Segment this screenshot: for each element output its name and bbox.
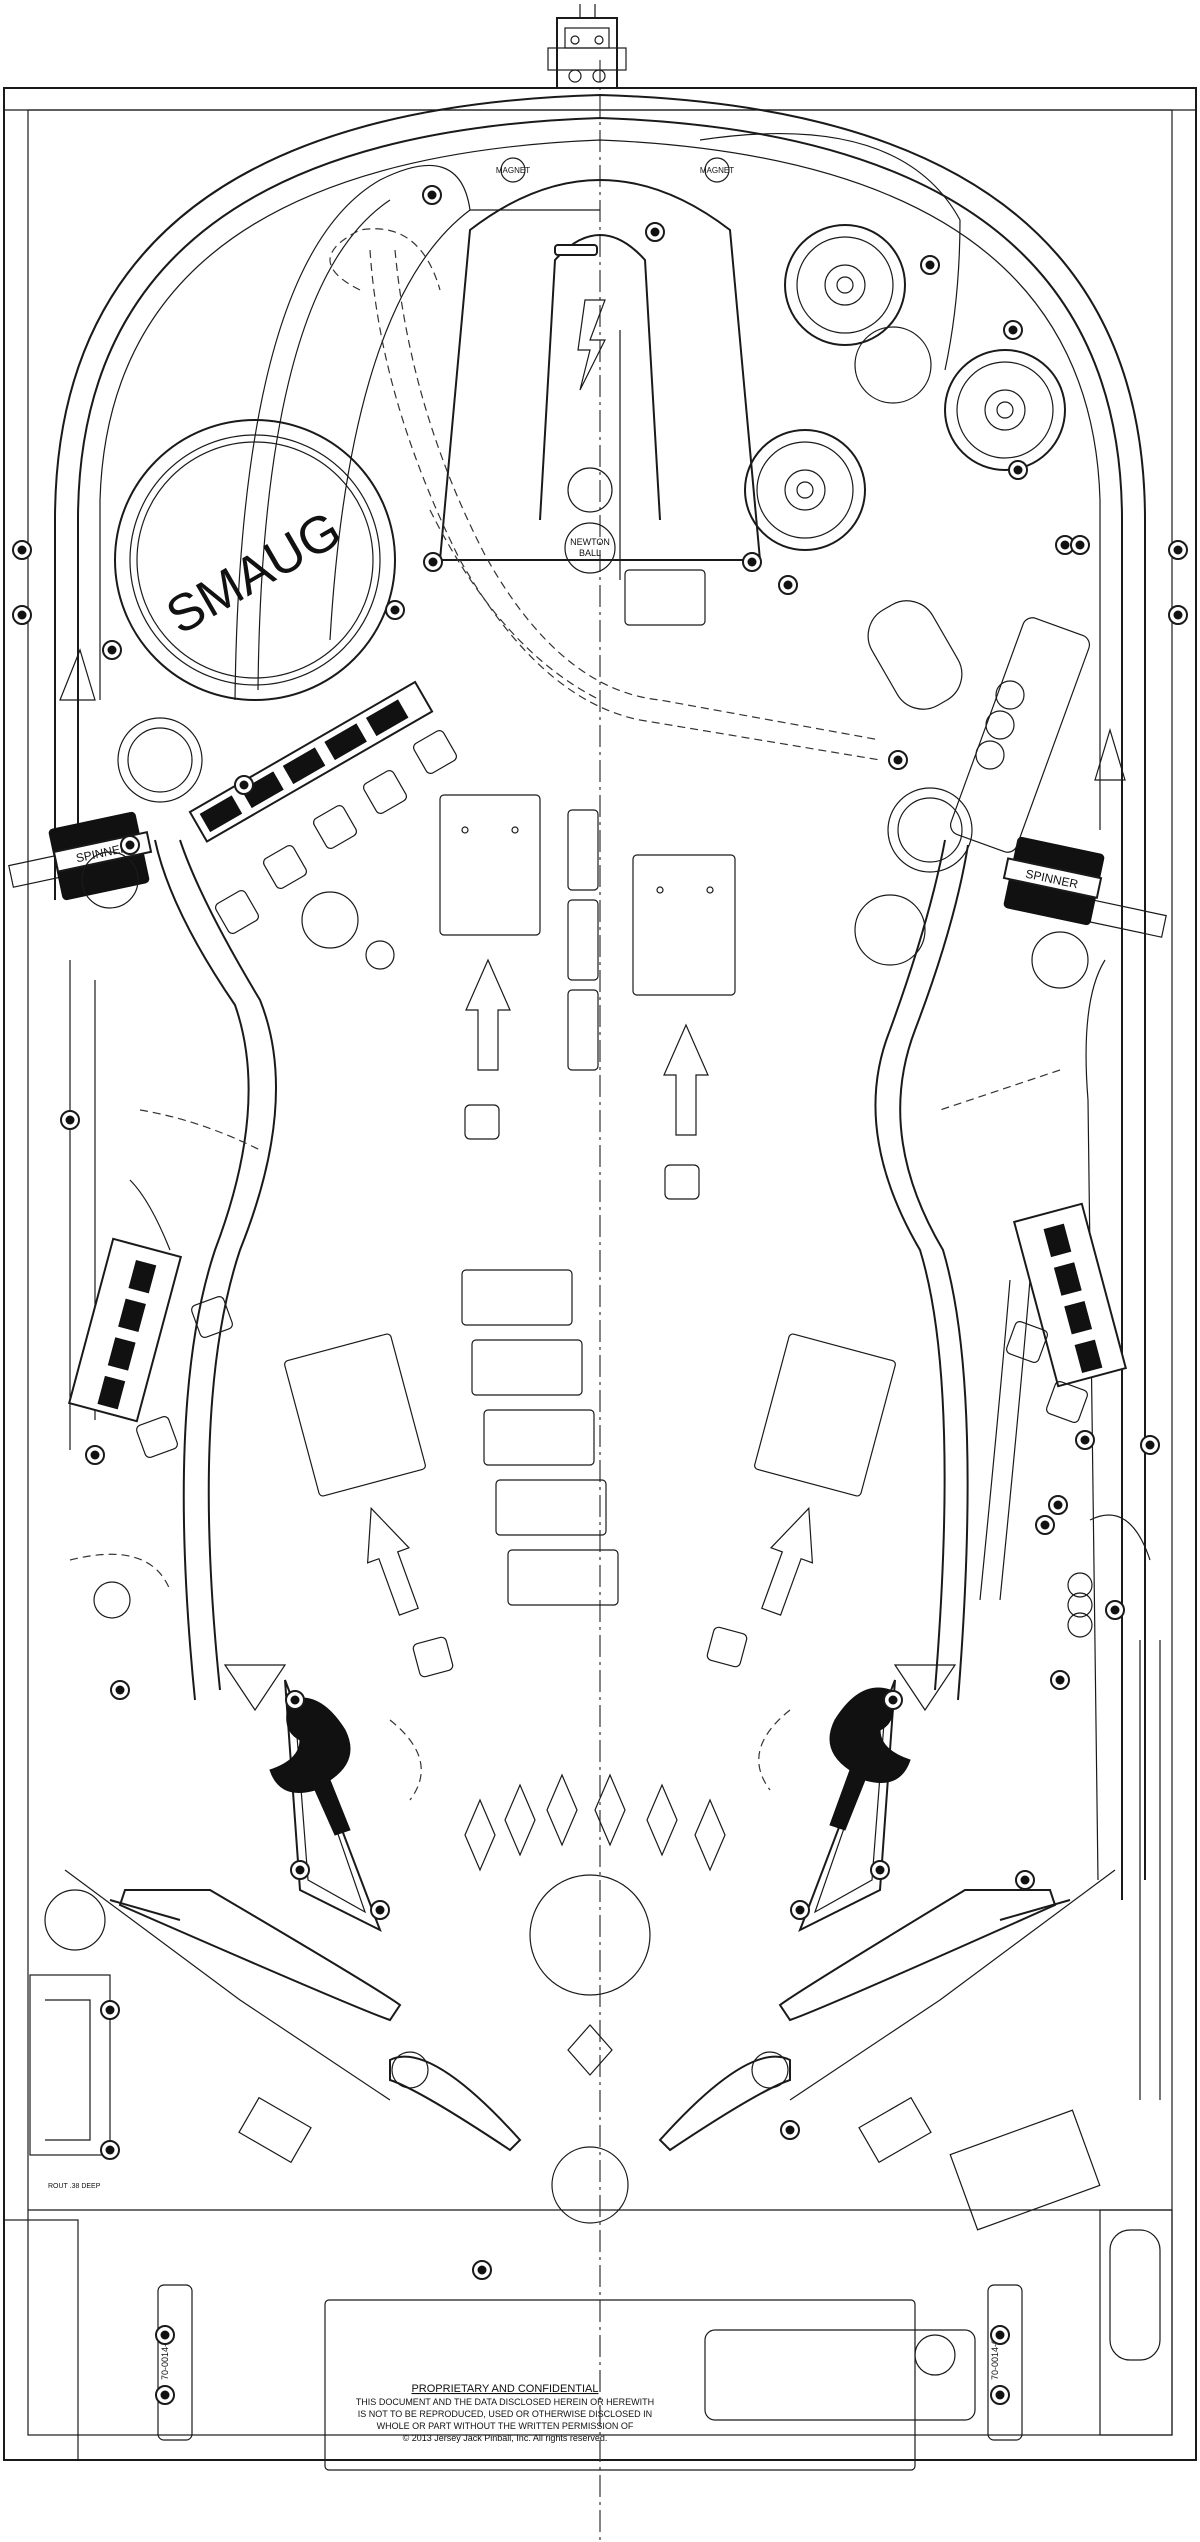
newton-label-1: NEWTON: [570, 537, 610, 547]
post-center: [428, 557, 438, 567]
post-center: [1008, 325, 1018, 335]
post-center: [1020, 1875, 1030, 1885]
spinner-right: SPINNER: [1002, 836, 1167, 938]
post-center: [925, 260, 935, 270]
part-number-right: 70-0014-00: [990, 2334, 1000, 2380]
post-center: [747, 557, 757, 567]
post-center: [107, 645, 117, 655]
newton-label-2: BALL: [579, 548, 601, 558]
post-center: [875, 1865, 885, 1875]
proprietary-notice: PROPRIETARY AND CONFIDENTIAL THIS DOCUME…: [356, 2383, 654, 2443]
post-center: [390, 605, 400, 615]
post-center: [1080, 1435, 1090, 1445]
hardware: ROUT .38 DEEP 70-0014-00 70-0014-00: [29, 600, 1161, 2471]
center-ramps: NEWTON BALL MAGNET MAGNET: [329, 157, 881, 761]
notice-line-1: THIS DOCUMENT AND THE DATA DISCLOSED HER…: [356, 2397, 654, 2407]
post-center: [427, 190, 437, 200]
post-center: [650, 227, 660, 237]
post-center: [1055, 1675, 1065, 1685]
orbit-lanes: [54, 93, 1146, 1900]
top-mech: [547, 4, 627, 89]
post-center: [160, 2330, 170, 2340]
post-center: [888, 1695, 898, 1705]
insert-cards: [284, 794, 896, 2224]
post-center: [1040, 1520, 1050, 1530]
pop-bumper-2: [944, 349, 1066, 471]
post-center: [995, 2330, 1005, 2340]
post-center: [105, 2005, 115, 2015]
post-center: [17, 545, 27, 555]
post-center: [783, 580, 793, 590]
post-center: [375, 1905, 385, 1915]
post-center: [795, 1905, 805, 1915]
pop-bumper-3: [744, 429, 866, 551]
smaug-toy: SMAUG: [114, 419, 396, 701]
post-center: [1145, 1440, 1155, 1450]
post-center: [125, 840, 135, 850]
post-center: [239, 780, 249, 790]
post-center: [65, 1115, 75, 1125]
post-center: [290, 1695, 300, 1705]
post-center: [1013, 465, 1023, 475]
left-drop-targets: [188, 680, 457, 970]
post-center: [1110, 1605, 1120, 1615]
pop-bumper-1: [784, 224, 906, 346]
pop-bumpers: [744, 224, 1066, 551]
notice-line-2: IS NOT TO BE REPRODUCED, USED OR OTHERWI…: [358, 2409, 652, 2419]
post-center: [785, 2125, 795, 2135]
post-center: [1173, 545, 1183, 555]
post-center: [160, 2390, 170, 2400]
notice-title: PROPRIETARY AND CONFIDENTIAL: [411, 2383, 598, 2395]
post-center: [90, 1450, 100, 1460]
axe-toys: [269, 1687, 911, 1836]
magnet-right-label: MAGNET: [700, 166, 734, 175]
post-center: [17, 610, 27, 620]
right-target-bank: [1006, 1202, 1128, 1423]
flippers: [64, 1869, 1116, 2152]
post-center: [1075, 540, 1085, 550]
post-center: [1060, 540, 1070, 550]
spinner-left: SPINNER: [8, 811, 153, 901]
magnet-left-label: MAGNET: [496, 166, 530, 175]
part-number-left: 70-0014-00: [160, 2334, 170, 2380]
post-center: [893, 755, 903, 765]
rout-note: ROUT .38 DEEP: [48, 2183, 101, 2190]
wire-ramps: [154, 839, 1031, 1701]
smaug-label: SMAUG: [157, 500, 351, 646]
post-center: [995, 2390, 1005, 2400]
posts: [12, 185, 1188, 2405]
playfield-outline: [3, 60, 1197, 2542]
left-target-bank: [67, 1237, 233, 1458]
post-center: [477, 2265, 487, 2275]
post-center: [105, 2145, 115, 2155]
post-center: [1053, 1500, 1063, 1510]
post-center: [295, 1865, 305, 1875]
post-center: [115, 1685, 125, 1695]
notice-line-4: © 2013 Jersey Jack Pinball, Inc. All rig…: [403, 2433, 608, 2443]
post-center: [1173, 610, 1183, 620]
notice-line-3: WHOLE OR PART WITHOUT THE WRITTEN PERMIS…: [377, 2421, 634, 2431]
